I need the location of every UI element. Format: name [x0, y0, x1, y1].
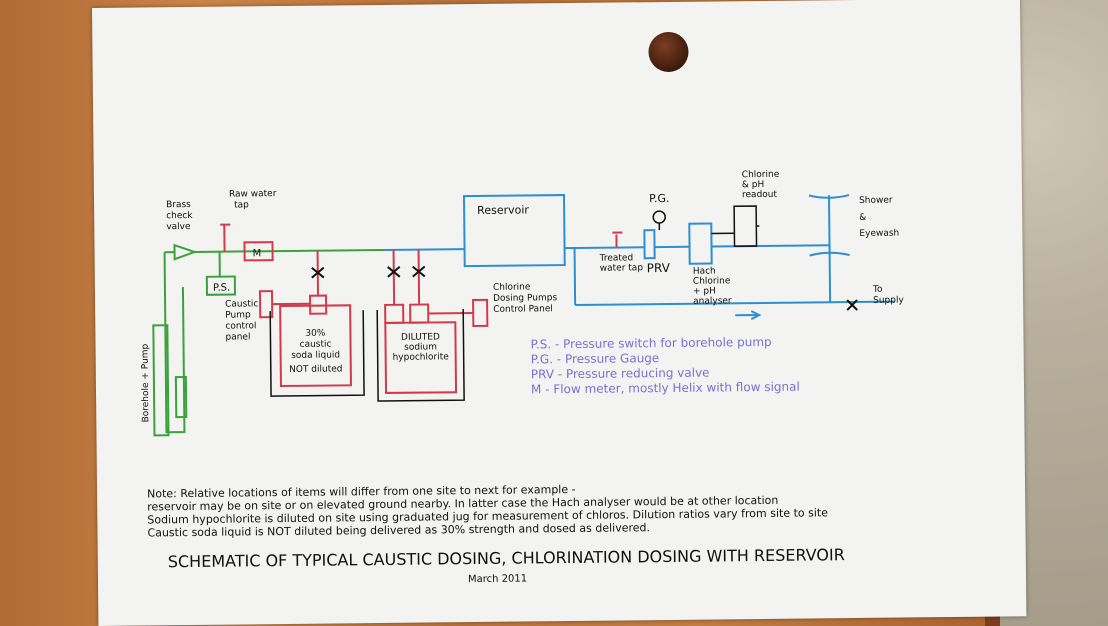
caustic-tank-label: 30%causticsoda liquidNOT diluted — [289, 328, 343, 375]
page-title: SCHEMATIC OF TYPICAL CAUSTIC DOSING, CHL… — [168, 545, 845, 571]
readout-wiring — [652, 205, 760, 248]
shower-eyewash-label: Shower&Eyewash — [859, 196, 899, 239]
reservoir-label: Reservoir — [477, 203, 529, 217]
prv-label: PRV — [647, 261, 671, 275]
legend-item-pg: P.G. - Pressure Gauge — [531, 351, 660, 366]
valve-markers — [311, 265, 858, 311]
schematic-diagram: Brasscheckvalve Raw watertap M P.S. Caus… — [141, 170, 905, 585]
raw-water-pipe — [152, 248, 385, 437]
caustic-panel-label: CausticPumpcontrolpanel — [225, 299, 259, 342]
diluted-tank-label: DILUTEDsodiumhypochlorite — [392, 332, 449, 363]
legend-item-prv: PRV - Pressure reducing valve — [531, 366, 710, 382]
pressure-switch-label: P.S. — [213, 283, 230, 294]
borehole-pump-label: Borehole + Pump — [141, 343, 152, 422]
pressure-gauge-label: P.G. — [649, 192, 670, 205]
legend-item-ps: P.S. - Pressure switch for borehole pump — [530, 335, 771, 352]
legend: P.S. - Pressure switch for borehole pump… — [530, 335, 799, 397]
treated-water-pipe — [384, 194, 896, 321]
meter-label: M — [253, 248, 262, 259]
chlorine-panel-label: ChlorineDosing PumpsControl Panel — [493, 282, 558, 315]
raw-water-tap-label: Raw watertap — [229, 189, 277, 210]
chlorine-readout-label: Chlorine& pHreadout — [742, 170, 780, 200]
note-line-1: Note: Relative locations of items will d… — [147, 483, 576, 500]
dosing-equipment — [220, 223, 623, 394]
note-block: Note: Relative locations of items will d… — [147, 483, 828, 539]
tank-outlines — [269, 309, 465, 402]
treated-tap-label: Treatedwater tap — [599, 253, 644, 273]
note-line-4: Caustic soda liquid is NOT diluted being… — [147, 521, 650, 539]
to-supply-label: ToSupply — [872, 285, 905, 306]
diagram-labels: Brasscheckvalve Raw watertap M P.S. Caus… — [141, 170, 905, 423]
brass-check-valve-label: Brasscheckvalve — [166, 200, 193, 232]
date-label: March 2011 — [468, 573, 527, 585]
schematic-sheet: Brasscheckvalve Raw watertap M P.S. Caus… — [92, 0, 1027, 626]
legend-item-m: M - Flow meter, mostly Helix with flow s… — [531, 380, 800, 397]
check-valve-icon — [173, 243, 198, 261]
hach-analyser-label: HachChlorine+ pHanalyser — [693, 266, 732, 306]
